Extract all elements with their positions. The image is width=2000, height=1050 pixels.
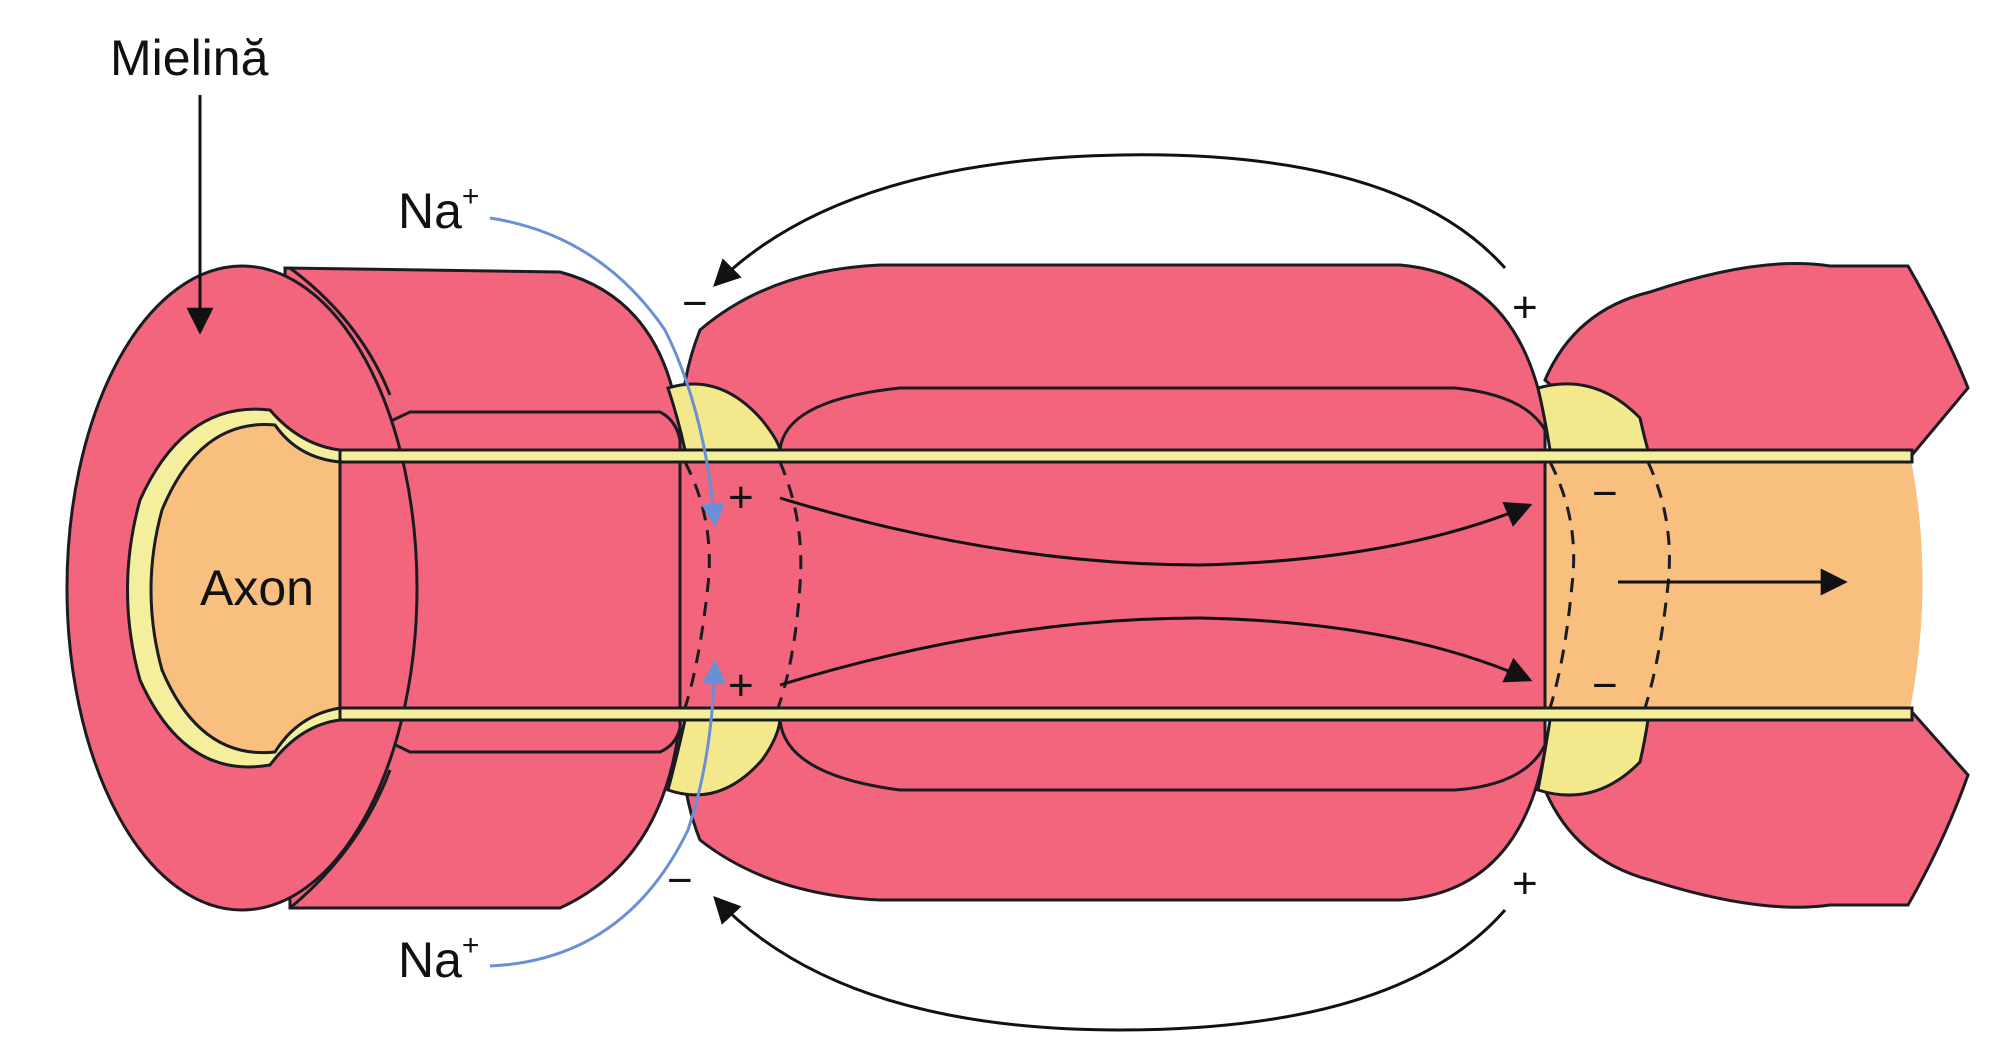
myelin-segment-middle bbox=[678, 263, 1547, 902]
charge-minus-outer-top: − bbox=[682, 279, 708, 328]
sodium-influx-arrow-bottom bbox=[489, 659, 727, 968]
inner-current-arrow-top bbox=[779, 496, 1533, 567]
inner-current-arrow-bottom bbox=[779, 616, 1533, 687]
charge-plus-outer-bottom: + bbox=[1512, 859, 1538, 908]
charge-minus-outer-bottom: − bbox=[667, 856, 693, 905]
axon-membrane-bottom bbox=[338, 706, 1914, 722]
charge-minus-inner-bottom: − bbox=[1592, 661, 1618, 710]
charge-plus-inner-bottom: + bbox=[728, 661, 754, 710]
node-of-ranvier-2 bbox=[1536, 382, 1671, 797]
charge-plus-outer-top: + bbox=[1512, 283, 1538, 332]
charge-minus-inner-top: − bbox=[1592, 469, 1618, 518]
axon-membrane-top bbox=[338, 448, 1914, 464]
sodium-label-top: Na+ bbox=[398, 180, 479, 239]
sodium-influx-arrow-top bbox=[489, 216, 726, 528]
outer-current-arrow-top bbox=[713, 153, 1507, 287]
sodium-charge-bottom: + bbox=[462, 929, 480, 962]
sodium-charge-top: + bbox=[462, 180, 480, 213]
charge-plus-inner-top: + bbox=[728, 473, 754, 522]
node-of-ranvier-1 bbox=[666, 382, 803, 797]
sodium-label-bottom: Na+ bbox=[398, 929, 479, 988]
myelin-segment-left bbox=[65, 264, 682, 912]
myelin-label: Mielină bbox=[110, 30, 269, 86]
myelin-segment-right bbox=[1543, 261, 1970, 909]
outer-current-arrow-bottom bbox=[713, 896, 1507, 1032]
axon-label: Axon bbox=[200, 560, 314, 616]
